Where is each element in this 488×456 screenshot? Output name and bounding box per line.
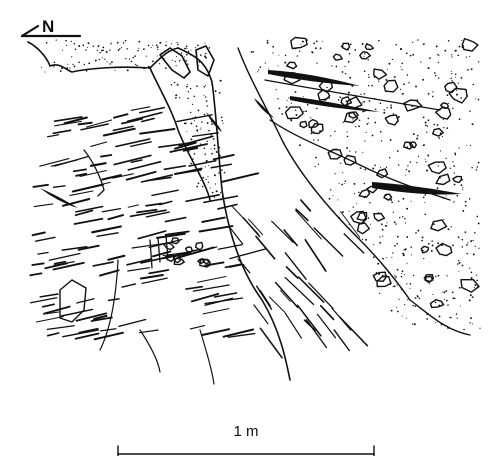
outcrop-outline xyxy=(28,42,470,384)
scale-bar: 1 m xyxy=(118,423,374,456)
north-arrow: N xyxy=(22,17,80,36)
north-label: N xyxy=(42,17,54,36)
stipple-texture xyxy=(41,39,481,330)
scale-label: 1 m xyxy=(233,423,258,440)
